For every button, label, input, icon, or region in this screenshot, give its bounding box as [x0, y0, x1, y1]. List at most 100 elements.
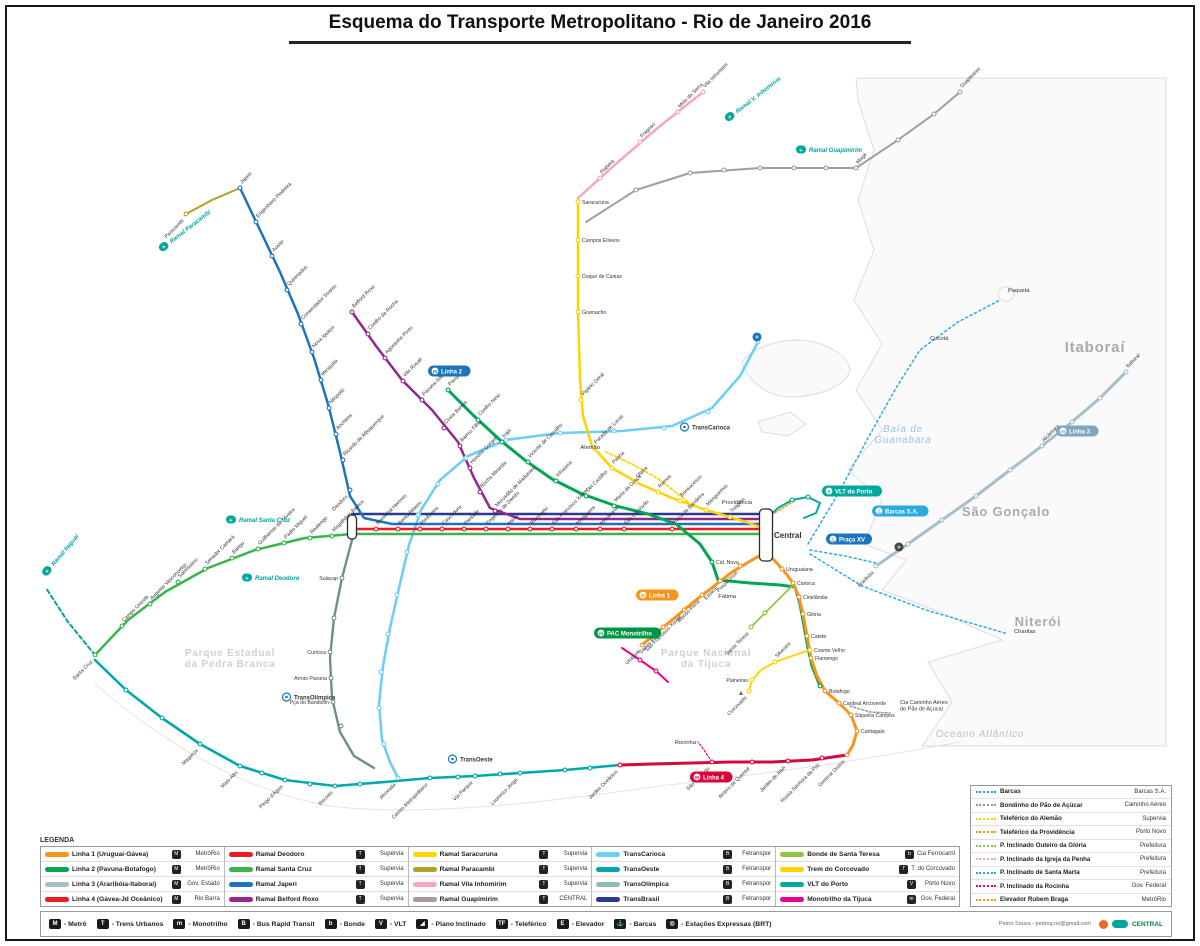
station-costa-barros	[441, 425, 447, 431]
barcas-icon: ⚓	[614, 919, 627, 929]
station-label-belford-roxo: Belford Roxo	[351, 284, 377, 310]
station-dot	[637, 657, 643, 663]
station-louren-o-jorge	[517, 770, 523, 776]
dotted-swatch	[976, 790, 996, 793]
metro-icon: M	[171, 879, 181, 889]
mode-vlt: V- VLT	[374, 919, 406, 929]
svg-text:Ramal Guapimirim: Ramal Guapimirim	[809, 148, 863, 154]
legend-aux-name: Elevador Rubem Braga	[1000, 896, 1069, 904]
vlt-icon: V	[906, 879, 916, 889]
station-dot	[1069, 419, 1075, 425]
legend-line-name: Bonde de Santa Teresa	[807, 850, 880, 858]
station-curicica	[327, 649, 333, 655]
station-label-coelho-neto: Coelho Neto	[477, 393, 502, 418]
dotted-swatch	[976, 898, 996, 901]
metro-icon: M	[171, 864, 181, 874]
station-madureira	[417, 526, 423, 532]
station-vicente-de-carvalho	[525, 459, 531, 465]
station-pingo-d-gua	[282, 777, 288, 783]
legend-line-name: Ramal Santa Cruz	[255, 865, 312, 873]
train-icon: T	[355, 894, 365, 904]
legend-aux-operator: MetrôRio	[1141, 896, 1166, 903]
station-alvorada	[395, 775, 401, 781]
legend-aux-name: Bondinho do Pão de Açúcar	[1000, 801, 1083, 809]
station-iraj	[499, 439, 505, 445]
station-queimados	[284, 287, 290, 293]
station-realengo	[307, 535, 313, 541]
mode-label: - Metrô	[64, 920, 87, 928]
station-dot	[1007, 467, 1013, 473]
line-swatch	[412, 866, 437, 872]
station-dot	[503, 437, 509, 443]
station-duque-de-caxias	[575, 273, 581, 279]
legend-line-name: Linha 3 (Araribóia-Itaboraí)	[72, 880, 157, 888]
legend-aux-operator: Barcas S.A.	[1134, 788, 1166, 795]
station-austin	[269, 253, 275, 259]
station-dot	[791, 165, 797, 171]
line-ramal-japeri	[238, 186, 768, 526]
station-gl-ria	[800, 611, 806, 617]
legend-operator: Supervia	[563, 881, 588, 887]
legend-operator: Supervia	[379, 896, 404, 902]
station-label-arroio-pavuna: Arroio Pavuna	[294, 676, 327, 682]
map-label-paquet: Paquetá	[1008, 288, 1030, 294]
station-triagem	[727, 514, 733, 520]
line-swatch	[228, 866, 253, 872]
station-piabet	[597, 175, 603, 181]
station-del-castilho	[583, 493, 589, 499]
station-santa-teresa	[748, 624, 754, 630]
station-dot	[435, 481, 441, 487]
station-dot	[307, 781, 313, 787]
central-logo: CENTRAL	[1131, 920, 1163, 928]
station-label-vig-rio-geral: Vigário Geral	[580, 372, 606, 398]
line-swatch	[780, 896, 805, 902]
station-label-inha-ma: Inhaúma	[555, 460, 574, 479]
station-via-parque	[472, 773, 478, 779]
dotted-swatch	[976, 831, 996, 834]
svg-text:M: M	[641, 593, 645, 598]
svg-text:✈: ✈	[755, 334, 760, 341]
station-s-o-conrado	[709, 759, 715, 765]
legend-line-name: TransCarioca	[623, 850, 666, 858]
legend-line-name: Ramal Vila Inhomirim	[439, 880, 507, 888]
station-pra-a-da-bandeira	[669, 526, 675, 532]
station-mangueira	[573, 526, 579, 532]
map-label-alem-o: Alemão	[580, 445, 600, 451]
station-cascadura	[439, 526, 445, 532]
station-dot	[159, 715, 165, 721]
corcovado-mountain-icon: ▲	[738, 690, 745, 697]
station-itabora	[1123, 369, 1129, 375]
station-dot	[1097, 395, 1103, 401]
mode-bonde: b- Bonde	[324, 919, 365, 929]
station-label-cardeal-arcoverde: Cardeal Arcoverde	[843, 701, 886, 707]
station-dot	[338, 723, 344, 729]
mode-label: - Estações Expressas (BRT)	[681, 920, 772, 928]
svg-text:V: V	[827, 489, 831, 494]
station-dot	[455, 774, 461, 780]
svg-text:Ramal Itaguaí: Ramal Itaguaí	[51, 533, 82, 568]
station-nossa-senhora-da-paz	[819, 755, 825, 761]
operator-logos: CENTRAL	[1098, 919, 1163, 929]
legend-line-name: Ramal Belford Roxo	[255, 895, 319, 903]
station-label-curicica: Curicica	[307, 650, 326, 656]
station-dot	[931, 111, 937, 117]
station-label-cantagalo: Cantagalo	[861, 729, 885, 735]
legend-operator: Rio Barra	[194, 896, 220, 902]
station-mercad-o-de-madureira	[492, 508, 498, 514]
legend-aux-elevador-rubem-braga: Elevador Rubem Braga MetrôRio	[971, 894, 1171, 907]
